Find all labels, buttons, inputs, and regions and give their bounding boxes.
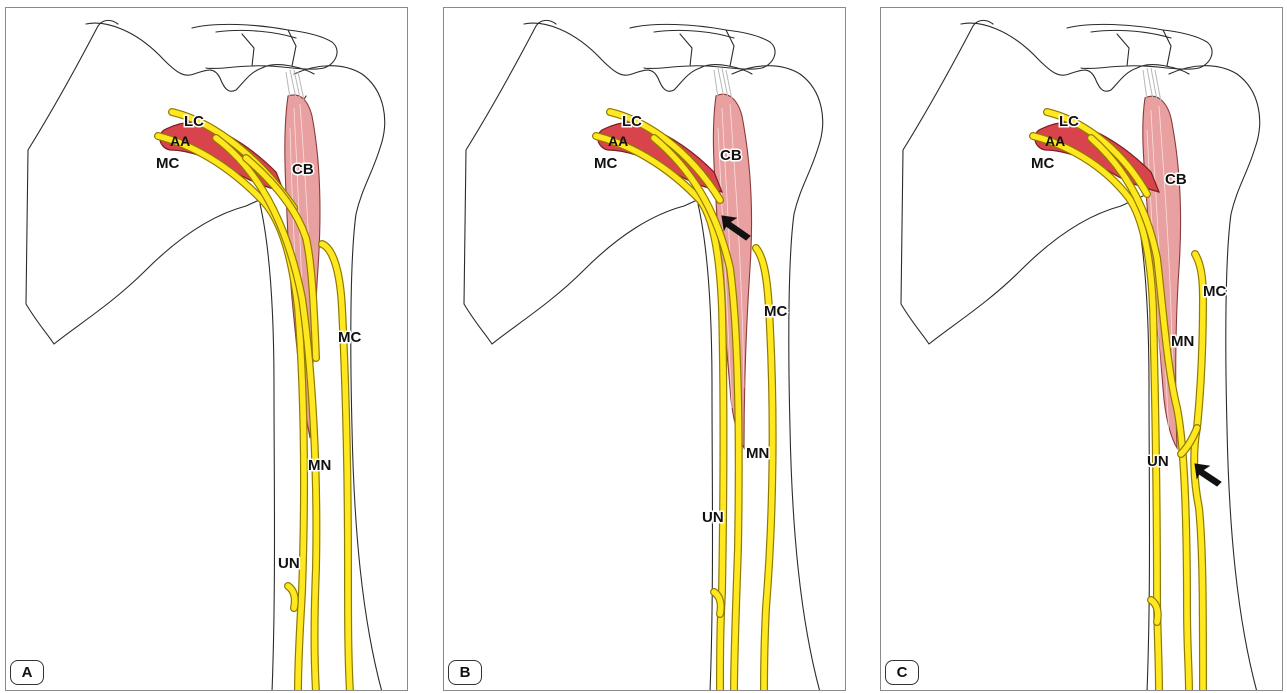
- panel-b-illustration: LC AA MC CB MC MN UN: [444, 8, 846, 691]
- clavicle-outline-2: [1091, 30, 1171, 38]
- clavicle-outline: [630, 24, 775, 69]
- label-ulnar-nerve: UN: [702, 509, 724, 526]
- label-lateral-cord: LC: [622, 113, 642, 130]
- label-medial-cord: MC: [156, 155, 179, 172]
- humerus-outline: [1169, 66, 1260, 691]
- label-lateral-cord: LC: [184, 113, 204, 130]
- label-median-nerve: MN: [308, 457, 331, 474]
- panel-a-tag: A: [10, 660, 44, 685]
- label-median-nerve: MN: [1171, 333, 1194, 350]
- brachial-plexus-nerves: [158, 112, 350, 691]
- label-axillary-artery: AA: [1045, 133, 1065, 149]
- clavicle-outline-2: [654, 30, 734, 38]
- label-medial-cord: MC: [594, 155, 617, 172]
- label-ulnar-nerve: UN: [1147, 453, 1169, 470]
- panel-b-tag: B: [448, 660, 482, 685]
- coracobrachialis-tendon: [1143, 68, 1161, 102]
- label-axillary-artery: AA: [608, 133, 628, 149]
- label-musculocutaneous-nerve: MC: [338, 329, 361, 346]
- label-coracobrachialis: CB: [1165, 171, 1187, 188]
- humerus-outline-inner: [260, 204, 275, 691]
- label-musculocutaneous-nerve: MC: [764, 303, 787, 320]
- label-medial-cord: MC: [1031, 155, 1054, 172]
- clavicle-outline: [1067, 24, 1212, 69]
- label-musculocutaneous-nerve: MC: [1203, 283, 1226, 300]
- label-axillary-artery: AA: [170, 133, 190, 149]
- panel-c-tag: C: [885, 660, 919, 685]
- panel-a: LC AA MC CB MC MN UN A: [5, 7, 408, 691]
- panel-b: LC AA MC CB MC MN UN B: [443, 7, 846, 691]
- clavicle-outline-2: [216, 30, 296, 38]
- label-coracobrachialis: CB: [292, 161, 314, 178]
- panel-a-illustration: LC AA MC CB MC MN UN: [6, 8, 408, 691]
- label-median-nerve: MN: [746, 445, 769, 462]
- panel-c: LC AA MC CB MC MN UN C: [880, 7, 1283, 691]
- panel-c-illustration: LC AA MC CB MC MN UN: [881, 8, 1283, 691]
- humerus-outline-inner: [698, 204, 713, 691]
- label-ulnar-nerve: UN: [278, 555, 300, 572]
- label-coracobrachialis: CB: [720, 147, 742, 164]
- clavicle-outline: [192, 24, 337, 69]
- label-lateral-cord: LC: [1059, 113, 1079, 130]
